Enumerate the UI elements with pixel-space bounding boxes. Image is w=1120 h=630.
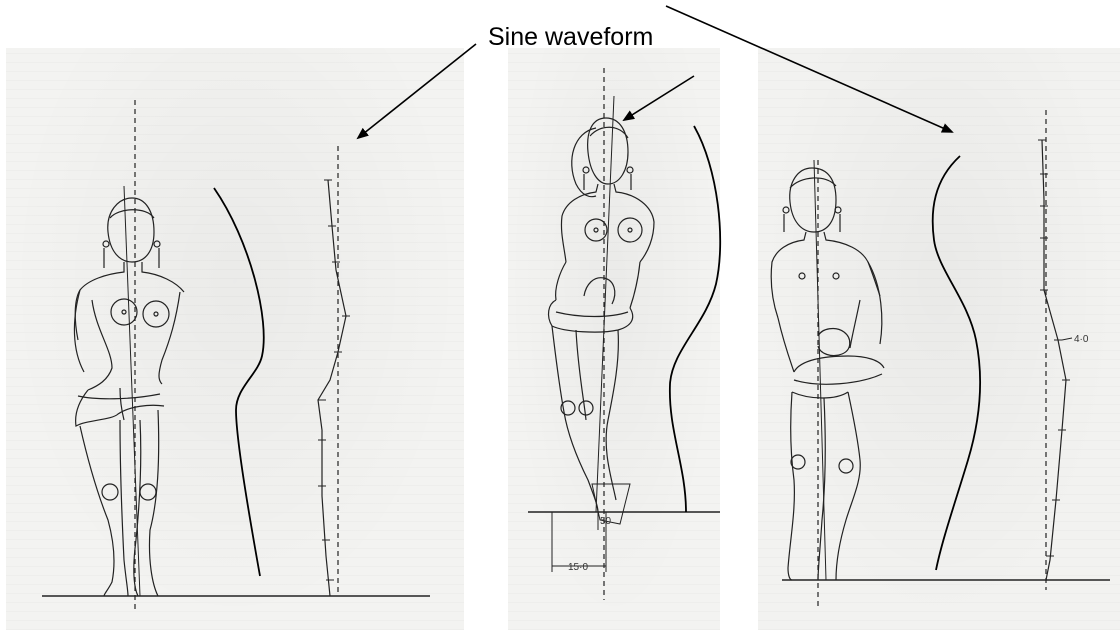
scale-mark-4: 4·0	[1074, 334, 1089, 345]
profile-tick-marks	[318, 180, 350, 580]
displacement-profile	[318, 180, 346, 596]
scale-mark-50: 50	[600, 516, 612, 527]
body-axis-line	[124, 186, 140, 596]
sine-curve	[933, 156, 980, 570]
body-axis-line	[596, 96, 614, 512]
female-figure-outline	[549, 118, 654, 524]
right-figure: 4·0	[771, 110, 1110, 606]
callout-arrows	[358, 6, 952, 138]
arrow-to-left-curve	[358, 44, 476, 138]
sine-curve	[214, 188, 264, 576]
sine-curve	[670, 126, 720, 512]
scale-mark-15: 15·0	[568, 562, 588, 573]
left-figure	[42, 100, 430, 612]
body-axis-line	[814, 160, 826, 580]
arrow-to-right-curve	[666, 6, 952, 132]
arrow-to-middle-curve	[624, 76, 694, 120]
female-figure-outline	[771, 168, 884, 580]
female-figure-outline	[74, 198, 184, 596]
scale-leader	[1062, 338, 1072, 340]
profile-tick-marks	[1038, 140, 1070, 556]
middle-figure: 50 15·0	[528, 68, 720, 600]
